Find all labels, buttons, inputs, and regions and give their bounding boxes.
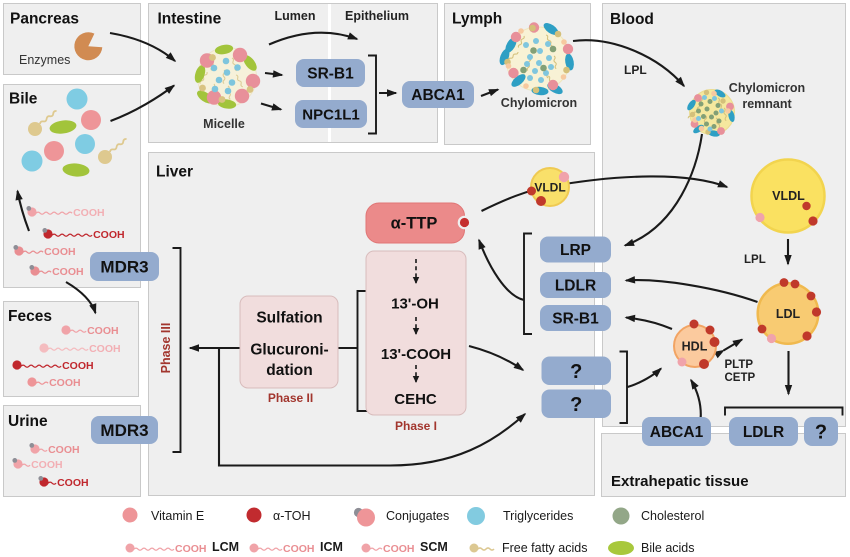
svg-text:ABCA1: ABCA1: [650, 424, 704, 441]
svg-text:Pancreas: Pancreas: [10, 11, 79, 28]
svg-text:COOH: COOH: [57, 477, 89, 489]
svg-text:dation: dation: [266, 362, 313, 379]
svg-text:Bile: Bile: [9, 91, 38, 108]
svg-text:Sulfation: Sulfation: [256, 310, 322, 327]
svg-text:13'-COOH: 13'-COOH: [381, 346, 451, 363]
svg-text:COOH: COOH: [175, 543, 207, 555]
svg-text:remnant: remnant: [742, 97, 792, 111]
svg-text:Feces: Feces: [8, 308, 52, 325]
svg-text:Intestine: Intestine: [158, 11, 222, 28]
svg-text:LDLR: LDLR: [555, 278, 596, 295]
svg-text:PLTP: PLTP: [725, 359, 754, 371]
svg-text:Glucuroni-: Glucuroni-: [250, 342, 328, 359]
svg-text:Chylomicron: Chylomicron: [729, 81, 805, 95]
svg-text:CEHC: CEHC: [394, 391, 437, 408]
svg-text:MDR3: MDR3: [100, 421, 148, 440]
svg-text:Chylomicron: Chylomicron: [501, 96, 577, 110]
svg-text:?: ?: [815, 422, 827, 444]
svg-text:COOH: COOH: [283, 543, 315, 555]
svg-text:COOH: COOH: [52, 266, 84, 278]
svg-text:Cholesterol: Cholesterol: [641, 509, 704, 523]
svg-text:Conjugates: Conjugates: [386, 509, 449, 523]
svg-text:Vitamin E: Vitamin E: [151, 509, 204, 523]
svg-text:α-TOH: α-TOH: [273, 509, 311, 523]
svg-text:SR-B1: SR-B1: [552, 311, 599, 328]
svg-text:Phase II: Phase II: [268, 391, 313, 405]
svg-text:?: ?: [570, 394, 582, 416]
svg-text:COOH: COOH: [62, 360, 94, 372]
svg-text:LRP: LRP: [560, 242, 591, 259]
svg-text:COOH: COOH: [87, 325, 119, 337]
svg-text:Blood: Blood: [610, 11, 654, 28]
svg-text:Phase I: Phase I: [395, 419, 437, 433]
svg-text:COOH: COOH: [73, 207, 105, 219]
svg-text:COOH: COOH: [48, 444, 80, 456]
svg-text:Liver: Liver: [156, 164, 193, 181]
svg-text:Lymph: Lymph: [452, 11, 502, 28]
svg-text:VLDL: VLDL: [534, 181, 565, 195]
svg-text:SR-B1: SR-B1: [307, 66, 354, 83]
svg-text:LCM: LCM: [212, 540, 239, 554]
svg-text:Enzymes: Enzymes: [19, 53, 70, 67]
svg-text:COOH: COOH: [31, 459, 62, 471]
svg-text:SCM: SCM: [420, 540, 448, 554]
svg-text:COOH: COOH: [383, 543, 415, 555]
svg-text:ABCA1: ABCA1: [411, 87, 465, 104]
svg-text:Free fatty acids: Free fatty acids: [502, 541, 587, 555]
svg-text:COOH: COOH: [49, 377, 81, 389]
svg-text:α-TTP: α-TTP: [391, 215, 438, 233]
svg-text:LPL: LPL: [744, 254, 766, 266]
svg-text:Extrahepatic tissue: Extrahepatic tissue: [611, 473, 749, 490]
svg-text:Urine: Urine: [8, 413, 48, 430]
svg-text:LDLR: LDLR: [743, 424, 784, 441]
svg-text:13'-OH: 13'-OH: [391, 296, 439, 313]
svg-text:ICM: ICM: [320, 540, 343, 554]
svg-text:Lumen: Lumen: [275, 9, 316, 23]
svg-text:?: ?: [570, 361, 582, 383]
svg-text:COOH: COOH: [93, 229, 125, 241]
svg-text:MDR3: MDR3: [100, 258, 148, 277]
svg-text:HDL: HDL: [682, 340, 708, 354]
svg-text:LPL: LPL: [624, 63, 647, 77]
svg-text:LDL: LDL: [776, 307, 801, 321]
svg-text:Phase III: Phase III: [159, 323, 173, 374]
svg-text:NPC1L1: NPC1L1: [302, 106, 360, 123]
svg-text:COOH: COOH: [89, 343, 121, 355]
svg-text:COOH: COOH: [44, 246, 76, 258]
svg-text:VLDL: VLDL: [772, 189, 805, 203]
svg-text:Micelle: Micelle: [203, 117, 245, 131]
svg-text:Triglycerides: Triglycerides: [503, 509, 573, 523]
svg-text:CETP: CETP: [725, 372, 756, 384]
svg-text:Bile acids: Bile acids: [641, 541, 695, 555]
svg-text:Epithelium: Epithelium: [345, 9, 409, 23]
